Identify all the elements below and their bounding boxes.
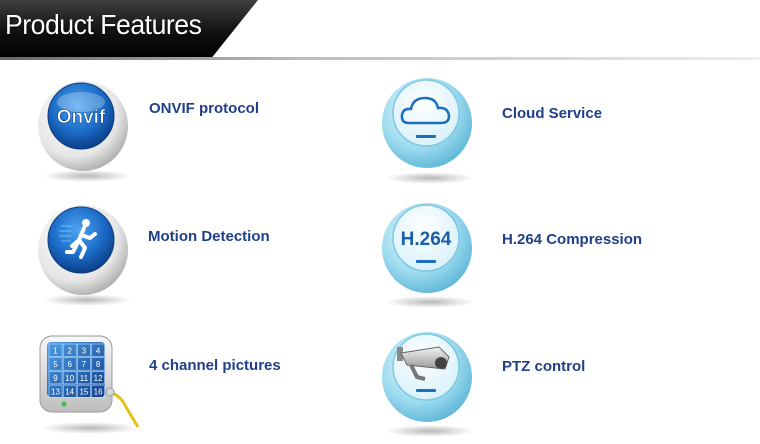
monitor-grid-number: 16 — [94, 388, 103, 397]
onvif-icon: Onvif — [37, 78, 129, 179]
icon-shadow — [42, 294, 132, 306]
monitor-grid-number: 6 — [67, 360, 72, 369]
monitor-grid-number: 7 — [82, 360, 87, 369]
icon-shadow — [385, 172, 475, 184]
icon-shadow — [40, 422, 140, 434]
monitor-grid-cell — [62, 357, 77, 371]
monitor-grid-cell — [48, 371, 63, 385]
monitor-grid-cell — [48, 357, 63, 371]
header-bar — [0, 0, 258, 58]
monitor-grid-cell — [62, 371, 77, 385]
monitor-grid-cell — [77, 384, 91, 398]
running-man-icon — [37, 202, 129, 303]
h264-icon: H.264 — [381, 198, 473, 299]
icon-shadow — [42, 170, 132, 182]
monitor-grid-number: 9 — [53, 374, 58, 383]
ptz-camera-icon — [381, 327, 473, 428]
feature-label-motion: Motion Detection — [148, 228, 270, 245]
monitor-grid-number: 3 — [82, 347, 87, 356]
monitor-grid-cell — [91, 357, 105, 371]
monitor-grid-number: 5 — [53, 360, 58, 369]
icon-shadow — [385, 296, 475, 308]
monitor-grid-cell — [48, 343, 63, 357]
header: Product Features — [0, 0, 760, 60]
monitor-grid-cell — [91, 371, 105, 385]
monitor-grid-number: 4 — [96, 347, 101, 356]
monitor-grid-number: 12 — [94, 374, 103, 383]
monitor-grid-cell — [62, 384, 77, 398]
feature-label-ptz: PTZ control — [502, 358, 586, 375]
feature-label-cloud: Cloud Service — [502, 105, 603, 122]
monitor-grid-cell — [77, 357, 91, 371]
monitor-grid-cell — [48, 384, 63, 398]
monitor-grid-number: 15 — [79, 388, 88, 397]
monitor-grid-cell — [91, 384, 105, 398]
feature-label-h264: H.264 Compression — [502, 231, 643, 248]
monitor-grid-number: 14 — [65, 388, 74, 397]
monitor-grid-number: 10 — [65, 374, 74, 383]
monitor-grid-number: 13 — [51, 388, 60, 397]
monitor-grid-number: 1 — [53, 347, 58, 356]
feature-label-4-channel: 4 channel pictures — [149, 357, 281, 374]
monitor-grid-cell — [77, 343, 91, 357]
cloud-icon — [381, 73, 473, 174]
monitor-grid-cell — [77, 371, 91, 385]
monitor-grid-number: 2 — [67, 347, 72, 356]
monitor-grid-cell — [91, 343, 105, 357]
monitor-grid-number: 11 — [80, 374, 89, 383]
header-divider — [0, 57, 760, 60]
icon-shadow — [385, 425, 475, 437]
feature-label-onvif: ONVIF protocol — [149, 100, 259, 117]
monitor-grid-number: 8 — [96, 360, 101, 369]
h264-icon-text: H.264 — [401, 229, 452, 250]
monitor-grid-cell — [62, 343, 77, 357]
page-title: Product Features — [5, 9, 202, 40]
onvif-icon-text: Onvif — [57, 107, 106, 128]
